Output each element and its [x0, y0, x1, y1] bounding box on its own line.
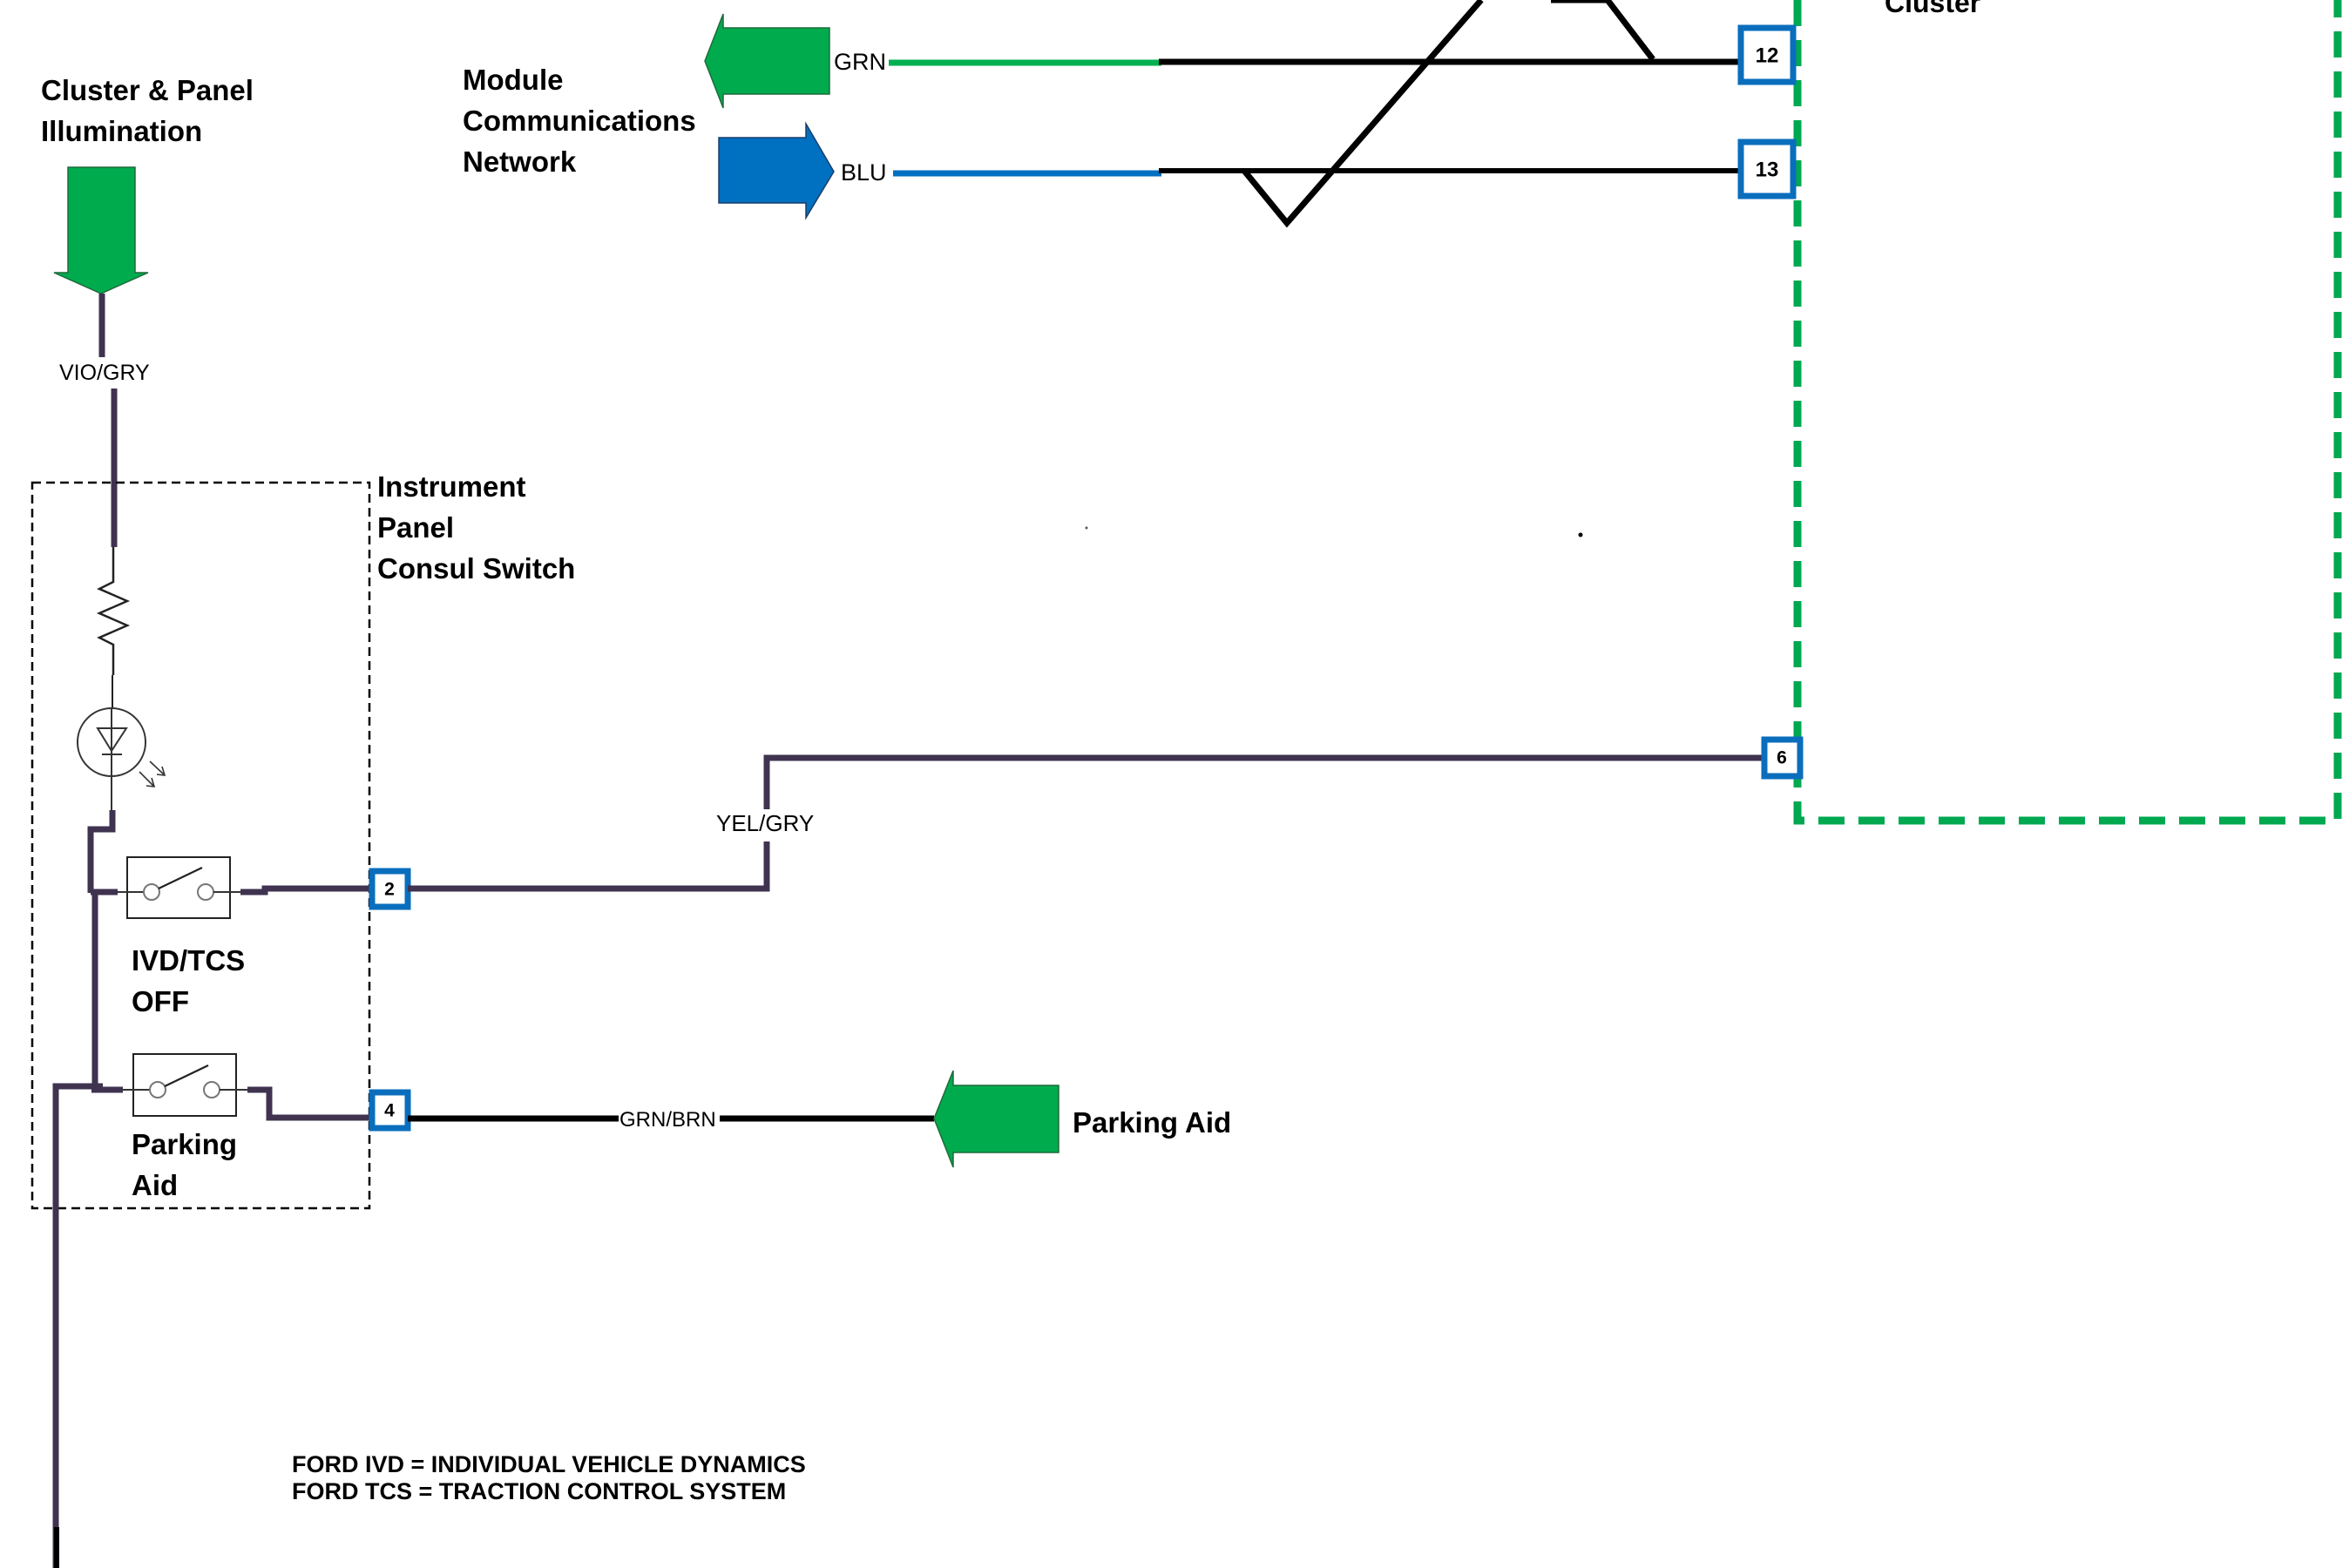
yel-gry-wire-lower: [408, 841, 770, 892]
grn-brn-wire-label: GRN/BRN: [619, 1108, 716, 1132]
blu-right-arrow-icon: [718, 121, 835, 220]
down-arrow-icon: [53, 166, 149, 294]
cluster-pin-12-number: 12: [1756, 44, 1779, 68]
stray-dot: [1578, 532, 1583, 537]
network-title-line2: Communications: [463, 105, 696, 137]
console-switch-boundary: [30, 481, 371, 1210]
grn-wire-label: GRN: [834, 49, 886, 75]
cluster-module-label: Cluster: [1885, 0, 1980, 18]
parking-aid-switch-icon[interactable]: [123, 1053, 248, 1117]
cluster-pin-12[interactable]: 12: [1737, 24, 1797, 85]
console-switch: Instrument Panel Consul Switch: [30, 470, 575, 1568]
led-icon: [77, 707, 166, 810]
switch-title-line3: Consul Switch: [377, 552, 575, 585]
internal-wire-led: [87, 810, 116, 893]
illumination-input: Cluster & Panel Illumination VIO/GRY: [41, 74, 254, 547]
network-title-line3: Network: [463, 145, 577, 178]
yel-gry-wire: YEL/GRY: [408, 754, 1764, 892]
twisted-pair-symbol: [1242, 0, 1484, 228]
ground-wire: [52, 1083, 103, 1568]
ivd-switch-label-line2: OFF: [132, 985, 189, 1017]
ivd-switch-out-wire: [240, 885, 372, 896]
yel-gry-wire-upper: [763, 754, 1764, 809]
network-title-line1: Module: [463, 64, 563, 96]
ivd-tcs-switch-icon[interactable]: [117, 856, 240, 919]
switch-pin-2-number: 2: [384, 880, 395, 900]
cluster-pin-6[interactable]: 6: [1761, 736, 1804, 780]
parking-aid-arrow-label: Parking Aid: [1073, 1106, 1231, 1139]
switch-pin-4[interactable]: 4: [369, 1089, 411, 1132]
legend: FORD IVD = INDIVIDUAL VEHICLE DYNAMICS F…: [292, 1451, 806, 1504]
parking-aid-left-arrow-icon: [933, 1070, 1059, 1168]
illumination-title-line1: Cluster & Panel: [41, 74, 254, 106]
switch-title-line1: Instrument: [377, 470, 526, 503]
twisted-pair-symbol-top: [1551, 0, 1655, 62]
blu-wire-label: BLU: [841, 159, 887, 186]
ivd-switch-label-line1: IVD/TCS: [132, 944, 245, 977]
illumination-title-line2: Illumination: [41, 115, 202, 147]
grn-left-arrow-icon: [704, 13, 830, 109]
cluster-pin-13-number: 13: [1756, 159, 1779, 182]
resistor-icon: [96, 547, 131, 675]
switch-pin-2[interactable]: 2: [369, 868, 411, 910]
legend-line2: FORD TCS = TRACTION CONTROL SYSTEM: [292, 1478, 786, 1504]
grn-brn-wire: GRN/BRN Parking Aid: [408, 1070, 1231, 1168]
network-section: Module Communications Network GRN BLU: [463, 0, 1739, 228]
parking-switch-label-line2: Aid: [132, 1169, 178, 1201]
stray-dot: [1085, 526, 1088, 530]
cluster-module: Cluster: [1793, 0, 2342, 825]
cluster-module-border: [1793, 0, 2342, 825]
switch-pin-4-number: 4: [384, 1101, 395, 1121]
yel-gry-wire-label: YEL/GRY: [716, 810, 814, 836]
switch-title-line2: Panel: [377, 511, 454, 544]
legend-line1: FORD IVD = INDIVIDUAL VEHICLE DYNAMICS: [292, 1451, 806, 1477]
parking-switch-label-line1: Parking: [132, 1128, 237, 1160]
cluster-pin-6-number: 6: [1777, 748, 1787, 768]
cluster-pin-13[interactable]: 13: [1737, 139, 1797, 199]
parking-switch-out-wire: [247, 1086, 372, 1121]
vio-gry-wire-label: VIO/GRY: [59, 361, 150, 385]
